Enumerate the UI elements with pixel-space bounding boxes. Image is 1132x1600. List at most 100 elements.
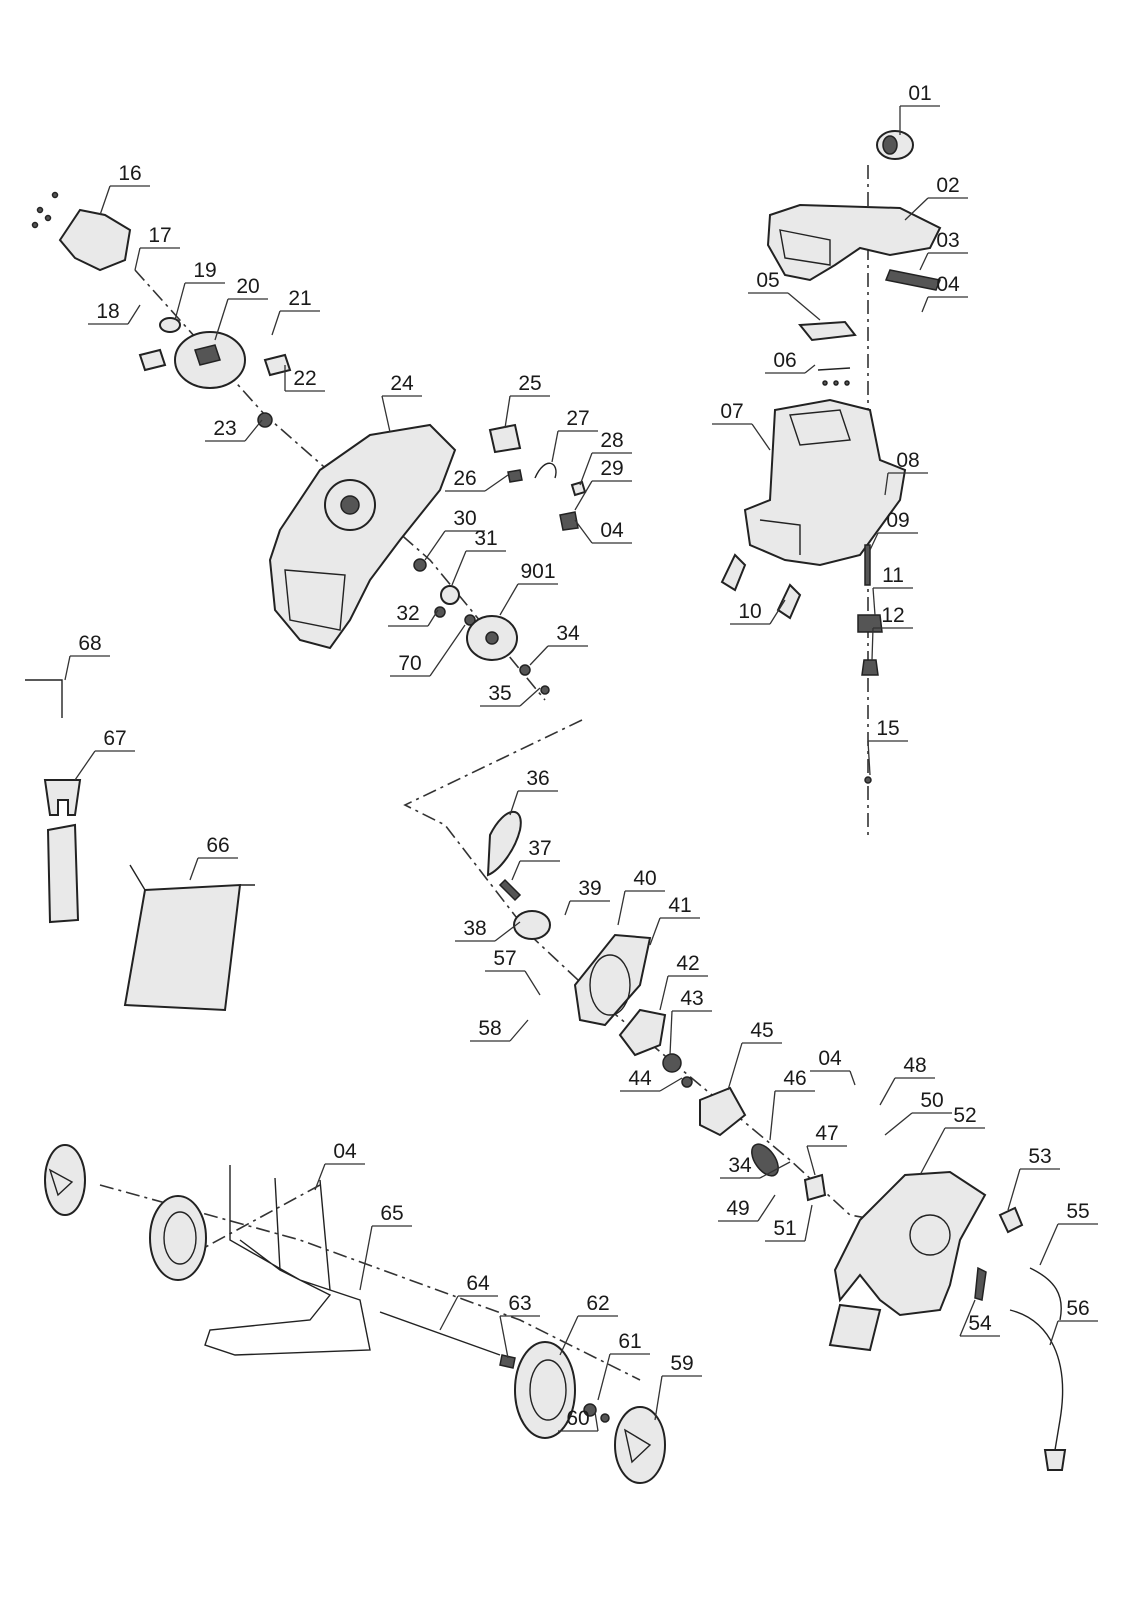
leader-line <box>919 252 929 271</box>
part-16-bracket <box>31 191 132 272</box>
part-number-label: 66 <box>206 834 229 857</box>
callout-23: 23 <box>205 417 263 442</box>
parts-60-61-washers <box>583 1403 610 1423</box>
leader-line <box>751 423 771 451</box>
part-52-motor-housing <box>828 1170 987 1352</box>
part-number-label: 34 <box>728 1154 752 1177</box>
leader-line <box>759 1161 791 1179</box>
callout-65: 65 <box>359 1202 412 1291</box>
leader-line <box>509 1019 529 1042</box>
callout-11: 11 <box>872 564 913 616</box>
part-number-label: 12 <box>881 604 904 627</box>
part-number-label: 55 <box>1066 1200 1089 1223</box>
leader-line <box>127 304 141 325</box>
parts-43-44-bearings <box>662 1053 693 1088</box>
part-number-label: 07 <box>720 400 743 423</box>
leader-line <box>509 790 519 816</box>
leader-line <box>524 970 541 996</box>
part-number-label: 61 <box>618 1330 641 1353</box>
part-number-label: 30 <box>453 507 476 530</box>
part-number-label: 26 <box>453 467 476 490</box>
parts-40-41-gear-housing <box>573 933 652 1027</box>
part-38-pulley <box>513 910 551 940</box>
callout-25: 25 <box>504 372 550 429</box>
part-number-label: 32 <box>396 602 419 625</box>
leader-line <box>519 687 541 707</box>
leader-line <box>884 472 889 496</box>
leader-line <box>504 395 511 429</box>
part-number-label: 31 <box>474 527 497 550</box>
callout-17: 17 <box>134 224 180 271</box>
callout-07: 07 <box>712 400 771 451</box>
callout-37: 37 <box>511 837 560 881</box>
callout-30: 30 <box>424 507 485 561</box>
callout-12: 12 <box>871 604 913 661</box>
callout-27: 27 <box>551 407 598 463</box>
callout-18: 18 <box>88 300 141 325</box>
callout-04: 04 <box>921 273 968 313</box>
callout-09: 09 <box>869 509 918 551</box>
callout-44: 44 <box>620 1067 683 1092</box>
parts-34-35 <box>519 664 550 695</box>
callout-43: 43 <box>669 987 712 1056</box>
callout-67: 67 <box>74 727 135 781</box>
parts-30-32-washers <box>413 558 476 626</box>
leader-line <box>451 550 467 586</box>
callout-59: 59 <box>654 1352 702 1421</box>
callout-55: 55 <box>1039 1200 1098 1266</box>
part-03-strip <box>884 269 942 291</box>
leader-line <box>174 282 186 321</box>
callout-38: 38 <box>455 917 521 942</box>
callout-16: 16 <box>99 162 150 216</box>
leader-line <box>494 921 521 942</box>
callout-36: 36 <box>509 767 558 816</box>
leader-line <box>879 1077 896 1106</box>
callout-49: 49 <box>718 1194 776 1222</box>
leader-line <box>381 395 391 433</box>
callout-35: 35 <box>480 682 541 707</box>
part-64-axle <box>379 1311 501 1356</box>
part-number-label: 60 <box>566 1407 589 1430</box>
leader-line <box>574 519 593 544</box>
part-24-housing <box>268 423 457 650</box>
callout-66: 66 <box>189 834 238 881</box>
callout-10: 10 <box>730 599 786 625</box>
leader-line <box>594 1411 599 1432</box>
part-68-hook <box>25 679 63 718</box>
leader-line <box>244 419 263 442</box>
part-59-hub-cap-right <box>614 1406 666 1484</box>
callout-58: 58 <box>470 1017 529 1042</box>
callout-29: 29 <box>574 457 632 511</box>
callout-22: 22 <box>284 365 325 392</box>
callout-06: 06 <box>765 349 816 374</box>
leader-line <box>849 1070 856 1086</box>
leader-line <box>214 298 229 341</box>
callout-01: 01 <box>899 82 940 135</box>
part-number-label: 63 <box>508 1292 531 1315</box>
part-19-disc <box>159 317 181 333</box>
callout-60: 60 <box>558 1407 599 1432</box>
leader-line <box>769 599 786 625</box>
part-number-label: 50 <box>920 1089 943 1112</box>
callout-04: 04 <box>314 1140 365 1191</box>
callout-26: 26 <box>445 467 509 492</box>
part-number-label: 59 <box>670 1352 693 1375</box>
callout-57: 57 <box>485 947 541 996</box>
part-number-label: 01 <box>908 82 931 105</box>
part-number-label: 19 <box>193 259 216 282</box>
part-02-top-cover <box>766 203 942 282</box>
part-37-spring <box>498 878 522 902</box>
part-66-bag <box>123 864 255 1012</box>
callout-63: 63 <box>499 1292 540 1359</box>
part-number-label: 70 <box>398 652 421 675</box>
part-number-label: 24 <box>390 372 414 395</box>
part-number-label: 21 <box>288 287 311 310</box>
part-number-label: 05 <box>756 269 779 292</box>
part-number-label: 44 <box>628 1067 652 1090</box>
part-number-label: 36 <box>526 767 549 790</box>
part-07-hopper <box>743 398 907 567</box>
part-26-switch <box>507 469 523 483</box>
part-number-label: 04 <box>600 519 624 542</box>
leader-line <box>727 1042 743 1091</box>
